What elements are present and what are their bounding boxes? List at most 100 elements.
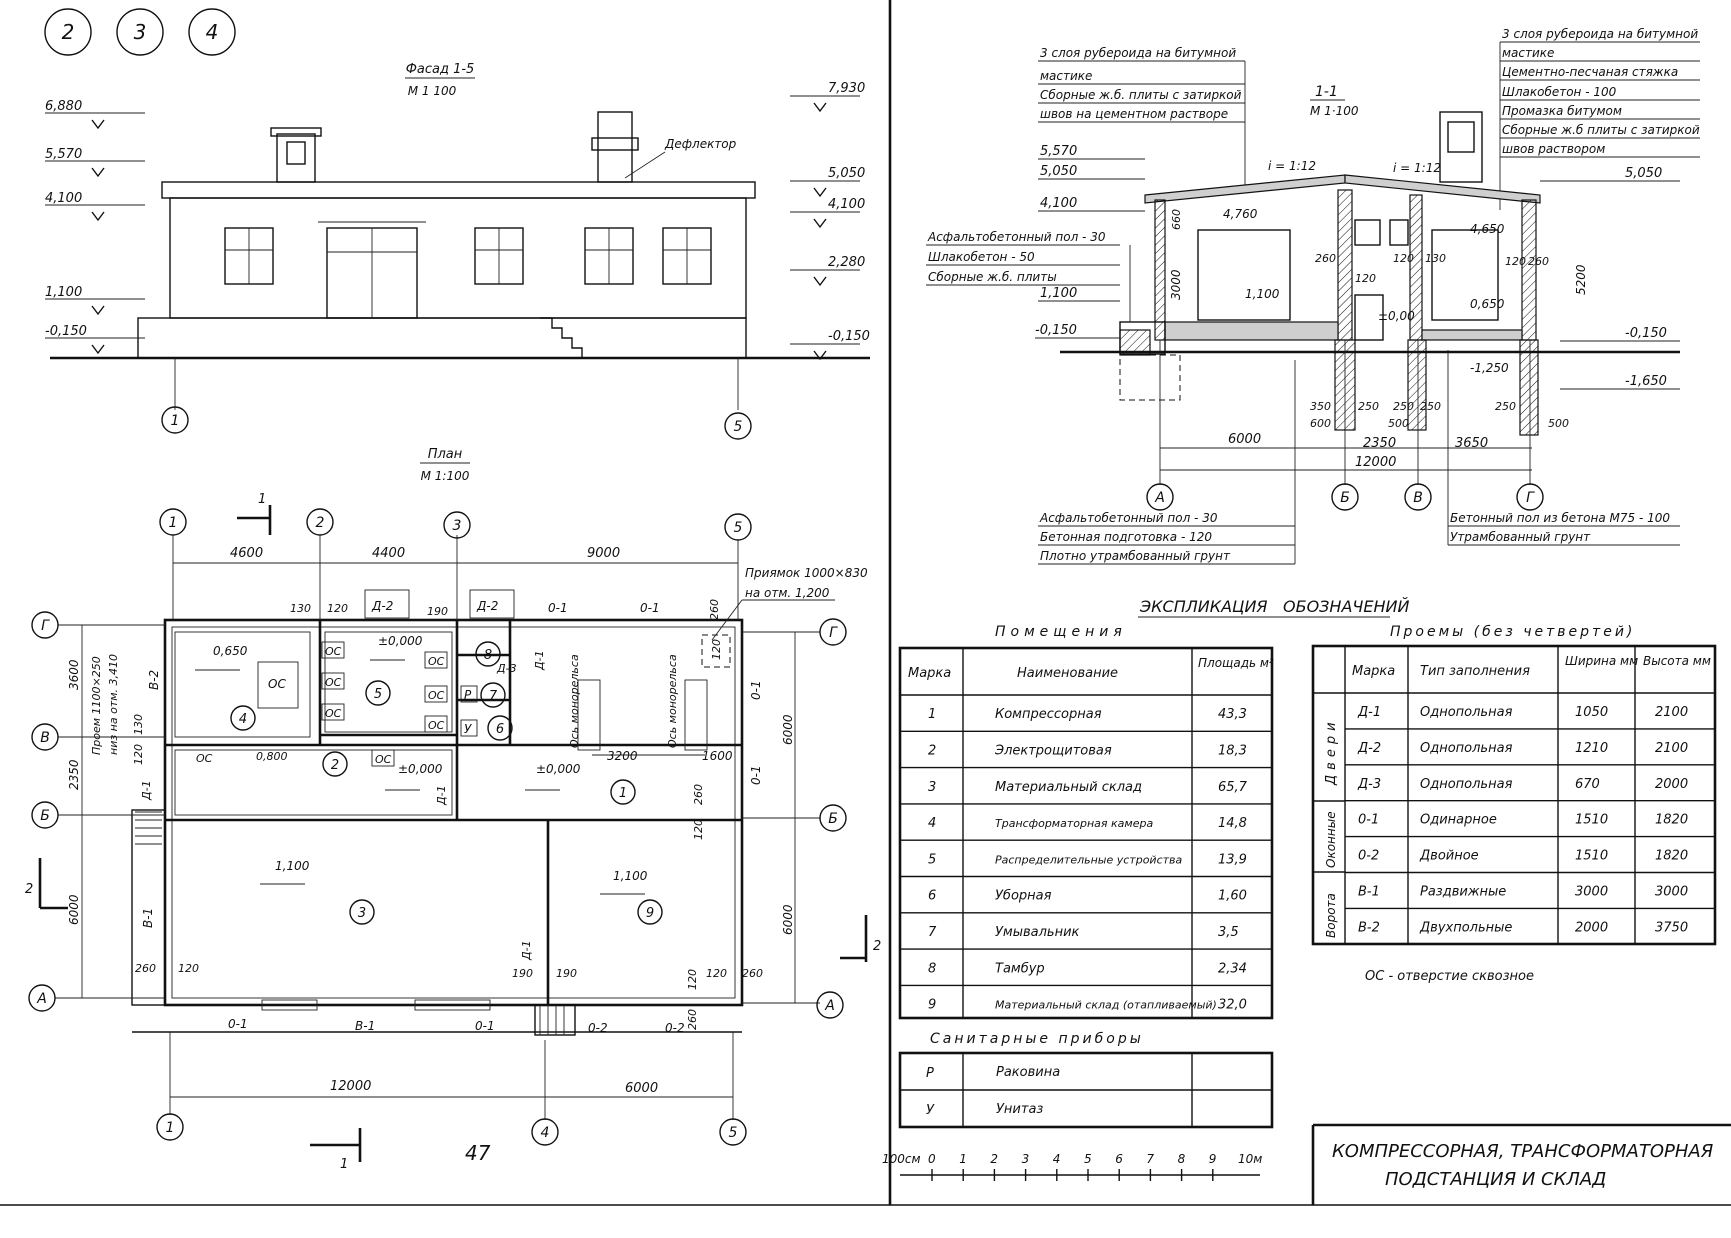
- room-area: 32,0: [1218, 998, 1247, 1013]
- room-area: 43,3: [1218, 707, 1247, 722]
- opening-height: 2100: [1655, 741, 1688, 756]
- room-mark: 2: [928, 743, 936, 758]
- room-area: 13,9: [1218, 852, 1247, 867]
- sheet-reference-circles: 2 3 4: [44, 8, 236, 56]
- room-name: Трансформаторная камера: [995, 817, 1153, 830]
- openings-caption: Проемы (без четвертей): [1390, 624, 1635, 640]
- section-dim: 6000: [1228, 432, 1261, 447]
- sanitary-name: Раковина: [996, 1065, 1060, 1080]
- wall-dim: 260: [692, 784, 705, 805]
- opening-mark: 0-2: [1358, 849, 1379, 864]
- axis-label: 4: [541, 1125, 550, 1141]
- floor-note: Бетонная подготовка - 120: [1040, 530, 1212, 544]
- group-windows: Оконные: [1324, 811, 1338, 868]
- facade-windows: [224, 227, 712, 285]
- level-mark: 5,050: [1625, 166, 1662, 181]
- rooms-caption: Помещения: [995, 624, 1127, 640]
- roof-note: Цементно-песчаная стяжка: [1502, 65, 1678, 79]
- plan-levels: 0,650 ±0,000 0,800 ±0,000 ±0,000 1,100 1…: [195, 634, 648, 895]
- plan-level: 0,800: [256, 750, 288, 763]
- section-scale: М 1·100: [1310, 104, 1359, 118]
- opening-height: 3750: [1655, 920, 1688, 935]
- section-dim: 660: [1170, 209, 1183, 230]
- opening-height: 2100: [1655, 705, 1688, 720]
- scalebar-tick-label: 3: [1022, 1152, 1030, 1166]
- section-dim: 260: [1315, 252, 1336, 265]
- axis-label: Г: [41, 618, 50, 634]
- room-name: Распределительные устройства: [995, 853, 1183, 866]
- sheet-circle-label: 3: [134, 20, 147, 44]
- drawing-title: ПОДСТАНЦИЯ И СКЛАД: [1385, 1169, 1606, 1190]
- room-number: 3: [358, 906, 366, 921]
- scalebar-tick-label: 2: [990, 1152, 998, 1166]
- opening-type: Двойное: [1419, 849, 1479, 864]
- level-mark: 4,100: [1040, 196, 1077, 211]
- gate-tag: В-2: [147, 670, 161, 690]
- scalebar-tick-label: 4: [1053, 1152, 1061, 1166]
- roof-note: Шлакобетон - 100: [1502, 85, 1617, 99]
- level-mark: -0,150: [828, 329, 870, 344]
- opening-legend: ОС - отверстие сквозное: [1365, 969, 1534, 984]
- axis-label: В: [40, 730, 50, 746]
- opening-type: Раздвижные: [1420, 884, 1506, 899]
- scalebar-end: 10м: [1238, 1152, 1262, 1166]
- section-dim: 120: [1355, 272, 1376, 285]
- axis-label: 1: [169, 515, 178, 531]
- section-dim: 3000: [1169, 269, 1183, 300]
- window-tag: 0-1: [548, 601, 568, 615]
- section-dim: 600: [1310, 417, 1331, 430]
- window-tag: 0-1: [640, 601, 660, 615]
- room-mark: 1: [928, 707, 936, 722]
- room-number: 2: [331, 758, 339, 773]
- opening-width: 2000: [1575, 920, 1608, 935]
- room-number: 5: [374, 687, 382, 702]
- scalebar-tick-label: 9: [1209, 1152, 1217, 1166]
- wall-dim: 260: [686, 1009, 699, 1030]
- opening-note: низ на отм. 3,410: [107, 654, 120, 755]
- room-name: Умывальник: [995, 925, 1080, 940]
- section-inner-levels: 4,760 1,100 4,650 0,650 ±0,00 -1,250: [1223, 207, 1509, 375]
- sanitary-caption: Санитарные приборы: [930, 1031, 1144, 1047]
- rooms-table: Помещения Марка Наименование Площадь м² …: [898, 624, 1274, 1020]
- opening-mark: В-1: [1358, 884, 1380, 899]
- opening-type: Двухпольные: [1419, 920, 1512, 935]
- section-dim: 250: [1420, 400, 1441, 413]
- col-header-mark: Марка: [1352, 664, 1395, 679]
- plan-dim: 9000: [587, 546, 620, 561]
- wall-dim: 130: [290, 602, 311, 615]
- door-tag: Д-2: [371, 599, 393, 613]
- axis-label: 3: [453, 518, 462, 534]
- section-mark-label: 2: [873, 939, 881, 954]
- floor-note: Шлакобетон - 50: [928, 250, 1035, 264]
- plan-dim: 6000: [67, 894, 81, 925]
- axis-label: Б: [1340, 490, 1350, 506]
- col-header-width: Ширина мм: [1565, 654, 1638, 668]
- plan-openings: ОС ОС ОС ОС ОС ОС ОС ОС ОС: [196, 641, 448, 767]
- opening-mark: В-2: [1358, 920, 1380, 935]
- wall-dim: 120: [327, 602, 348, 615]
- wall-dim: 120: [710, 639, 723, 660]
- room-name: Уборная: [995, 889, 1052, 904]
- sheet-circle-label: 2: [62, 20, 75, 44]
- room-area: 18,3: [1218, 743, 1247, 758]
- opening-width: 1510: [1575, 849, 1608, 864]
- level-mark: 5,570: [45, 147, 82, 162]
- opening-label: ОС: [375, 753, 392, 766]
- wall-dim: 190: [427, 605, 448, 618]
- facade-view: Фасад 1-5 М 1 100 Дефлектор: [45, 62, 870, 440]
- axis-label: А: [824, 998, 835, 1014]
- section-dim: 130: [1425, 252, 1446, 265]
- wall-section: [1521, 199, 1537, 341]
- axis-label: А: [36, 991, 47, 1007]
- axis-label: Г: [1526, 490, 1535, 506]
- scalebar-tick-label: 5: [1084, 1152, 1092, 1166]
- floor-note: Бетонный пол из бетона М75 - 100: [1450, 511, 1670, 525]
- axis-label: Б: [828, 811, 838, 827]
- section-title: 1-1: [1315, 84, 1338, 100]
- facade-axis-1: 1: [171, 413, 180, 429]
- room-mark: 9: [928, 998, 936, 1013]
- level-mark: 4,100: [828, 197, 865, 212]
- section-dim: 500: [1388, 417, 1409, 430]
- wall-dim: 190: [512, 967, 533, 980]
- roof-slope: i = 1:12: [1268, 159, 1316, 173]
